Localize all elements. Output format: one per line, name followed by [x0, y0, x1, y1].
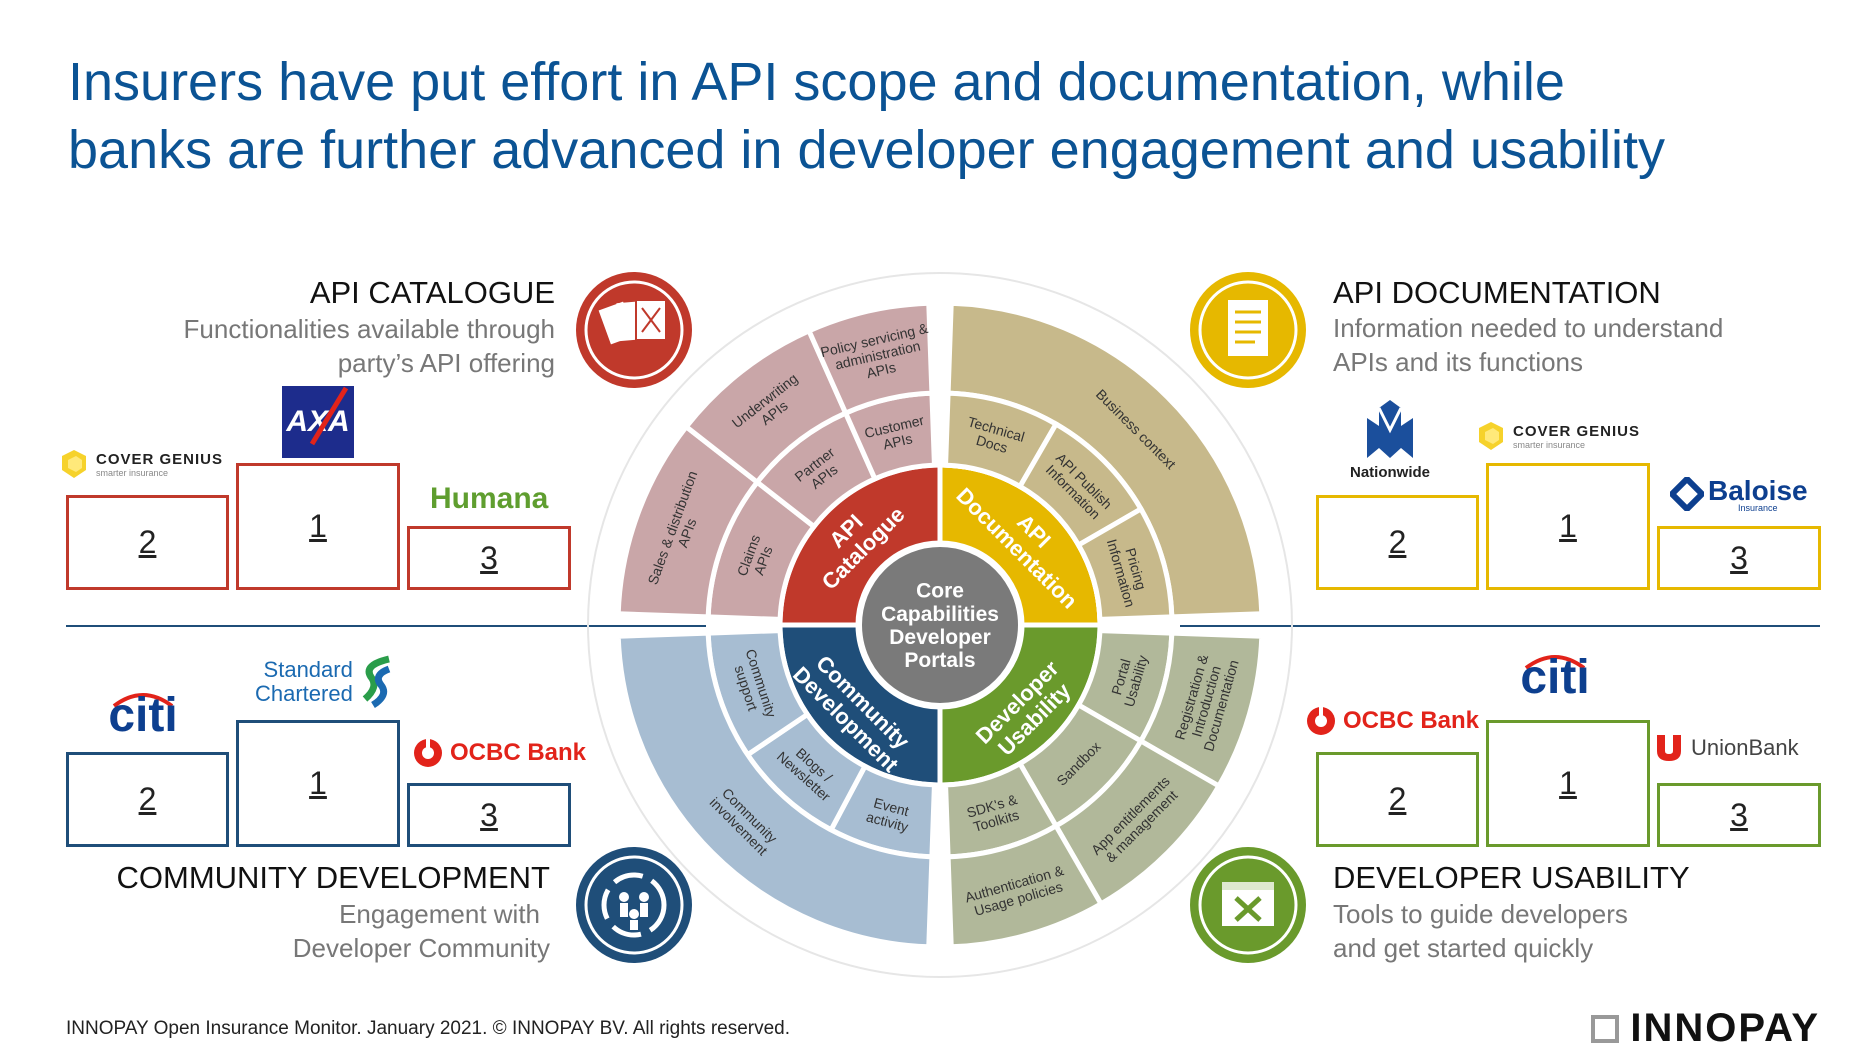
- usability-heading: DEVELOPER USABILITY: [1333, 860, 1690, 895]
- usability-podium-first: 1: [1486, 720, 1650, 847]
- rank-1: 1: [1559, 508, 1577, 544]
- catalogue-podium-second: 2: [66, 495, 229, 590]
- unionbank-logo-text: UnionBank: [1691, 735, 1799, 760]
- unionbank-mark-icon: [1657, 735, 1681, 761]
- cover-genius-tagline: smarter insurance: [96, 467, 169, 478]
- rank-1: 1: [309, 508, 327, 544]
- community-podium-second: 2: [66, 752, 229, 847]
- baloise-logo-text: Baloise: [1708, 475, 1808, 506]
- title-line-1: Insurers have put effort in API scope an…: [68, 52, 1565, 112]
- rank-3: 3: [1730, 796, 1748, 833]
- documentation-description-1: Information needed to understand: [1333, 313, 1724, 343]
- usability-description-1: Tools to guide developers: [1333, 899, 1628, 929]
- cover-genius-name-2: COVER GENIUS: [1513, 422, 1641, 440]
- humana-logo: Humana: [430, 482, 548, 516]
- ocbc-logo-text-2: OCBC Bank: [1343, 707, 1480, 734]
- innopay-logo: INNOPAY: [1590, 1006, 1820, 1051]
- baloise-tagline: Insurance: [1738, 503, 1778, 513]
- standard-chartered-mark-icon: [362, 655, 391, 708]
- cover-genius-mark-icon: [62, 450, 86, 478]
- standard-chartered-line-2: Chartered: [255, 681, 353, 706]
- ocbc-logo-2: OCBC Bank: [1305, 705, 1479, 737]
- rank-2: 2: [1388, 781, 1407, 817]
- rank-2: 2: [138, 524, 157, 560]
- wheel-center: [858, 543, 1022, 707]
- footer-copyright: INNOPAY Open Insurance Monitor. January …: [66, 1018, 791, 1039]
- rank-3: 3: [480, 539, 498, 576]
- wheel-outer-ring: [587, 272, 1293, 978]
- community-heading: COMMUNITY DEVELOPMENT: [116, 860, 550, 895]
- catalogue-description-2: party’s API offering: [337, 348, 555, 378]
- documentation-podium-third: 3: [1657, 526, 1821, 590]
- community-icon: [576, 847, 692, 963]
- nationwide-eagle-icon: [1367, 400, 1413, 458]
- community-podium-first: 1: [236, 720, 400, 847]
- citi-logo-text-2: citi: [1520, 651, 1590, 704]
- cover-genius-mark-icon-2: [1479, 422, 1503, 450]
- documentation-podium-second: 2: [1316, 495, 1479, 590]
- cover-genius-name: COVER GENIUS: [96, 450, 224, 468]
- humana-logo-text: Humana: [430, 482, 549, 515]
- community-involvement-segment: [615, 630, 935, 950]
- catalogue-podium-first: 1: [236, 463, 400, 590]
- innopay-logo-text: INNOPAY: [1630, 1006, 1820, 1050]
- citi-arc-icon-2: [1524, 655, 1586, 670]
- catalogue-icon: [576, 272, 692, 388]
- pricing-segment-top: [1075, 505, 1175, 623]
- policy-servicing-segment: [805, 300, 935, 417]
- documentation-heading: API DOCUMENTATION: [1333, 275, 1661, 310]
- cover-genius-logo: COVER GENIUS smarter insurance: [58, 448, 223, 480]
- citi-arc-icon: [112, 693, 174, 708]
- catalogue-description-1: Functionalities available through: [183, 314, 555, 344]
- rank-1: 1: [1559, 765, 1577, 801]
- standard-chartered-logo: Standard Chartered: [255, 655, 395, 709]
- ocbc-mark-icon: [414, 739, 442, 767]
- ocbc-logo: OCBC Bank: [412, 737, 586, 769]
- usability-icon: [1190, 847, 1306, 963]
- community-description-1: Engagement with: [339, 899, 540, 929]
- rank-2: 2: [138, 781, 157, 817]
- title-line-2: banks are further advanced in developer …: [68, 120, 1666, 180]
- documentation-icon: [1190, 272, 1306, 388]
- baloise-mark-icon: [1670, 477, 1704, 511]
- ocbc-mark-icon-2: [1307, 707, 1335, 735]
- community-podium-third: 3: [407, 783, 571, 847]
- citi-logo-2: citi: [1520, 651, 1590, 705]
- usability-podium-second: 2: [1316, 752, 1479, 847]
- authentication-segment: [945, 822, 1105, 950]
- catalogue-podium-third: 3: [407, 526, 571, 590]
- rank-3: 3: [480, 796, 498, 833]
- axa-slash-icon: [309, 386, 349, 446]
- rank-2: 2: [1388, 524, 1407, 560]
- cover-genius-tagline-2: smarter insurance: [1513, 439, 1586, 450]
- divider-left: [66, 625, 706, 627]
- ocbc-logo-text: OCBC Bank: [450, 739, 587, 766]
- usability-description-2: and get started quickly: [1333, 933, 1594, 963]
- nationwide-logo-text: Nationwide: [1350, 464, 1431, 481]
- community-description-2: Developer Community: [292, 933, 550, 963]
- claims-apis-label: ClaimsAPIs: [734, 532, 778, 583]
- slide-title: Insurers have put effort in API scope an…: [68, 48, 1828, 184]
- unionbank-logo: UnionBank: [1655, 733, 1799, 763]
- citi-logo-text: citi: [108, 689, 178, 742]
- nationwide-logo: Nationwide: [1350, 400, 1430, 481]
- standard-chartered-line-1: Standard: [263, 657, 353, 682]
- baloise-logo: Baloise Insurance: [1670, 475, 1808, 513]
- citi-logo: citi: [108, 689, 178, 743]
- rank-1: 1: [309, 765, 327, 801]
- rank-3: 3: [1730, 539, 1748, 576]
- cover-genius-logo-2: COVER GENIUS smarter insurance: [1475, 420, 1640, 452]
- documentation-description-2: APIs and its functions: [1333, 347, 1584, 377]
- innopay-mark-icon: [1591, 1014, 1620, 1043]
- catalogue-heading: API CATALOGUE: [309, 275, 555, 310]
- usability-podium-third: 3: [1657, 783, 1821, 847]
- documentation-podium-first: 1: [1486, 463, 1650, 590]
- divider-right: [1180, 625, 1820, 627]
